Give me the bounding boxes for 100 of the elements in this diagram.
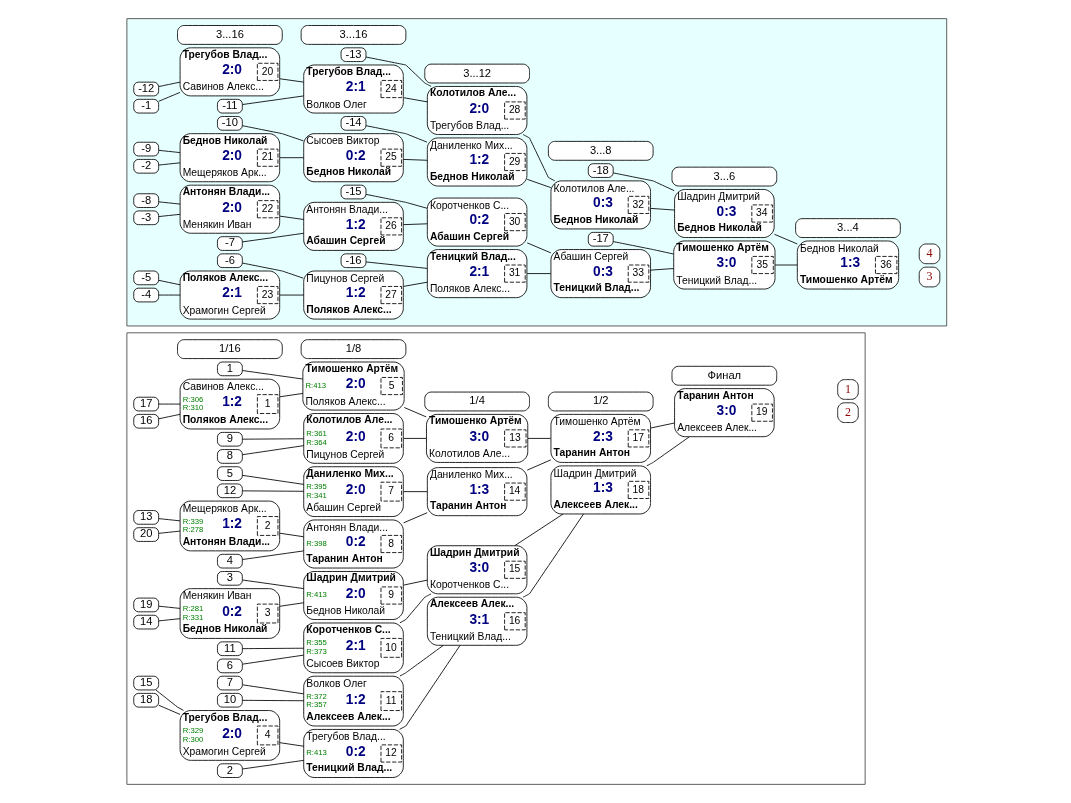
connector	[365, 261, 428, 269]
connector	[158, 149, 181, 153]
connector	[242, 759, 305, 770]
connector	[242, 699, 305, 702]
connector	[650, 422, 675, 429]
node-box: 5	[217, 466, 243, 481]
node-box: -17	[587, 231, 614, 247]
connector	[365, 193, 428, 209]
connector	[242, 490, 305, 492]
node-box: 14	[133, 614, 160, 630]
node-box: 9	[217, 431, 243, 447]
node-box: 3	[217, 571, 243, 586]
connector	[403, 512, 428, 524]
connector	[522, 513, 584, 598]
connector	[612, 172, 675, 192]
connector	[158, 605, 181, 609]
connector	[242, 654, 305, 665]
node-box: -4	[133, 287, 160, 303]
connector	[526, 242, 552, 254]
node-box: 19	[133, 597, 160, 613]
connector	[522, 134, 556, 182]
connector	[403, 407, 427, 418]
connector	[365, 56, 432, 87]
connector	[158, 704, 181, 715]
connector	[242, 262, 304, 279]
connector	[279, 393, 304, 398]
node-box: Финал	[671, 365, 778, 386]
connector	[527, 438, 552, 439]
connector	[158, 201, 181, 205]
node-box: -6	[217, 253, 243, 268]
connector	[399, 645, 444, 677]
node-box: 3...16	[300, 25, 407, 45]
connector	[158, 530, 181, 534]
node-box: -2	[133, 159, 160, 174]
connector	[158, 413, 181, 420]
node-box: -1	[133, 98, 160, 114]
node-box: 20	[133, 527, 160, 542]
connector	[279, 78, 305, 83]
connector	[279, 602, 305, 607]
connector	[279, 742, 305, 747]
cluster	[126, 18, 948, 327]
connector	[403, 438, 427, 439]
connector	[242, 579, 305, 590]
node-box: -16	[340, 253, 367, 268]
connector	[526, 273, 552, 274]
connector	[399, 593, 432, 624]
connector	[242, 684, 305, 695]
connector	[242, 550, 305, 560]
connector	[403, 491, 428, 493]
connector	[526, 178, 552, 189]
connector	[242, 232, 305, 243]
connector	[514, 513, 564, 546]
node-box: -14	[340, 116, 367, 131]
node-box: 13	[133, 510, 160, 525]
connector	[279, 532, 305, 538]
node-box: -5	[133, 270, 160, 286]
node-box: 18	[133, 692, 160, 708]
connector	[155, 689, 184, 711]
node-box: 1/16	[177, 339, 283, 359]
connector	[403, 223, 428, 226]
node-box: 1/2	[547, 391, 654, 412]
node-box: 12	[217, 483, 243, 499]
connector	[650, 207, 675, 211]
connector	[774, 233, 798, 245]
node-box: 8	[217, 449, 243, 464]
connector	[279, 215, 305, 220]
connector	[158, 518, 181, 522]
connector	[158, 162, 181, 166]
node-box: 3...16	[177, 25, 283, 45]
node-box: -8	[133, 193, 160, 208]
node-box: -12	[133, 81, 160, 97]
connector	[158, 618, 181, 622]
node-box: -11	[217, 98, 243, 114]
connector	[526, 459, 552, 471]
node-box: -7	[217, 236, 243, 251]
node-box: 1/8	[300, 339, 407, 359]
connector	[365, 125, 428, 143]
connector	[399, 645, 461, 730]
connector	[242, 95, 305, 105]
connector	[403, 579, 428, 586]
connector	[158, 403, 181, 405]
connector	[242, 474, 305, 485]
connector	[158, 294, 181, 296]
node-box: -13	[340, 47, 367, 62]
node-box: -15	[340, 184, 367, 200]
node-box: 1/4	[424, 391, 530, 412]
connector	[158, 279, 181, 286]
node-box: 17	[133, 396, 160, 412]
node-box: 11	[217, 641, 243, 657]
node-box: 3...4	[795, 218, 901, 238]
node-box: 3...12	[424, 63, 530, 84]
node-box: 4	[217, 553, 243, 569]
node-box: 10	[217, 692, 243, 708]
node-box: 6	[217, 658, 243, 674]
node-box: -10	[217, 116, 243, 131]
node-box: 3...8	[547, 140, 654, 161]
connector	[403, 281, 428, 287]
node-box: -18	[587, 163, 614, 178]
connector	[403, 159, 428, 161]
connector	[242, 647, 305, 650]
